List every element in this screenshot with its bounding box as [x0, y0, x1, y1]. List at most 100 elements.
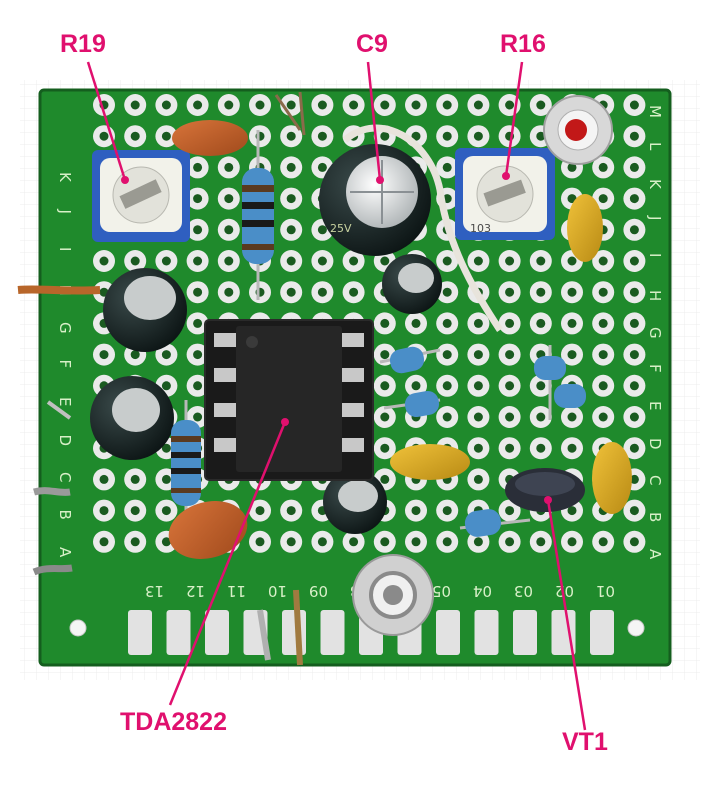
edge-pad: [436, 610, 460, 655]
pad-hole: [161, 474, 171, 484]
led-mount: [543, 95, 613, 165]
callout-line-r19: [86, 61, 127, 181]
standoff-nut: [352, 554, 434, 636]
pad-hole: [286, 100, 296, 110]
row-label-left: F: [56, 360, 74, 369]
pad-hole: [598, 350, 608, 360]
label-c9: C9: [356, 30, 388, 58]
c9-rating: 25V: [330, 222, 352, 235]
row-label-left: K: [56, 172, 74, 183]
pad-hole: [567, 412, 577, 422]
pad-hole: [473, 350, 483, 360]
pad-hole: [286, 225, 296, 235]
pad-hole: [411, 100, 421, 110]
row-label-left: D: [56, 435, 74, 447]
pad-hole: [255, 506, 265, 516]
mounting-hole-bottom-right: [627, 619, 645, 637]
pad-hole: [380, 381, 390, 391]
resistors: [171, 130, 586, 537]
row-label-left: E: [56, 397, 74, 406]
pad-hole: [380, 318, 390, 328]
pad-hole: [567, 537, 577, 547]
row-label-right: M: [646, 105, 664, 118]
row-label-right: A: [646, 549, 664, 560]
column-label: 09: [309, 582, 328, 600]
pad-hole: [161, 537, 171, 547]
pad-hole: [317, 287, 327, 297]
pad-hole: [473, 412, 483, 422]
pad-hole: [411, 537, 421, 547]
pad-hole: [473, 131, 483, 141]
trimmer-r16: 103: [455, 148, 555, 240]
row-label-right: K: [646, 179, 664, 190]
pad-hole: [473, 256, 483, 266]
row-label-right: D: [646, 438, 664, 450]
ceramic-cap-mid: [390, 444, 470, 480]
pad-hole: [349, 537, 359, 547]
pad-hole: [473, 537, 483, 547]
pad-hole: [380, 350, 390, 360]
pcb-edge: [38, 88, 672, 667]
pad-hole: [629, 381, 639, 391]
pad-hole: [567, 287, 577, 297]
pad-hole: [473, 100, 483, 110]
pad-hole: [442, 287, 452, 297]
edge-pad: [474, 610, 499, 655]
pad-hole: [99, 256, 109, 266]
pad-hole: [380, 256, 390, 266]
pad-hole: [99, 506, 109, 516]
pad-hole: [598, 381, 608, 391]
pad-hole: [161, 443, 171, 453]
pad-hole: [193, 225, 203, 235]
pad-hole: [380, 537, 390, 547]
pad-hole: [505, 100, 515, 110]
pad-hole: [161, 350, 171, 360]
edge-pad: [166, 610, 191, 655]
pad-hole: [536, 443, 546, 453]
pad-hole: [224, 162, 234, 172]
pad-hole: [629, 506, 639, 516]
pad-hole: [411, 318, 421, 328]
edge-pad: [551, 610, 576, 655]
pad-hole: [380, 443, 390, 453]
pad-hole: [629, 225, 639, 235]
pad-hole: [130, 350, 140, 360]
pad-hole: [442, 162, 452, 172]
row-label-right: E: [646, 401, 664, 410]
pad-hole: [442, 350, 452, 360]
pad-hole: [380, 412, 390, 422]
pad-hole: [161, 131, 171, 141]
pad-hole: [317, 100, 327, 110]
column-label: 13: [145, 582, 164, 600]
socket-pins: [214, 333, 364, 452]
pad-hole: [255, 100, 265, 110]
pad-hole: [380, 131, 390, 141]
electrolytic-cap-mid: [382, 254, 442, 314]
pad-hole: [536, 287, 546, 297]
pad-hole: [629, 443, 639, 453]
callout-line-c9: [366, 61, 382, 181]
pad-hole: [442, 537, 452, 547]
pad-hole: [193, 100, 203, 110]
column-label: 01: [596, 582, 615, 600]
pad-hole: [193, 318, 203, 328]
row-label-right: L: [646, 142, 664, 151]
resistor-small-1: [379, 346, 441, 374]
pad-hole: [567, 256, 577, 266]
pad-hole: [442, 318, 452, 328]
pad-hole: [317, 131, 327, 141]
pad-hole: [629, 287, 639, 297]
pad-hole: [629, 537, 639, 547]
resistor-small-2: [383, 390, 441, 418]
pad-hole: [193, 194, 203, 204]
column-label: 02: [555, 582, 574, 600]
mounting-hole-bottom-left: [69, 619, 87, 637]
pad-hole: [629, 318, 639, 328]
edge-pad: [128, 610, 152, 655]
pad-hole: [130, 256, 140, 266]
resistor-vertical-top: [242, 130, 274, 300]
pad-hole: [224, 287, 234, 297]
pad-hole: [473, 381, 483, 391]
